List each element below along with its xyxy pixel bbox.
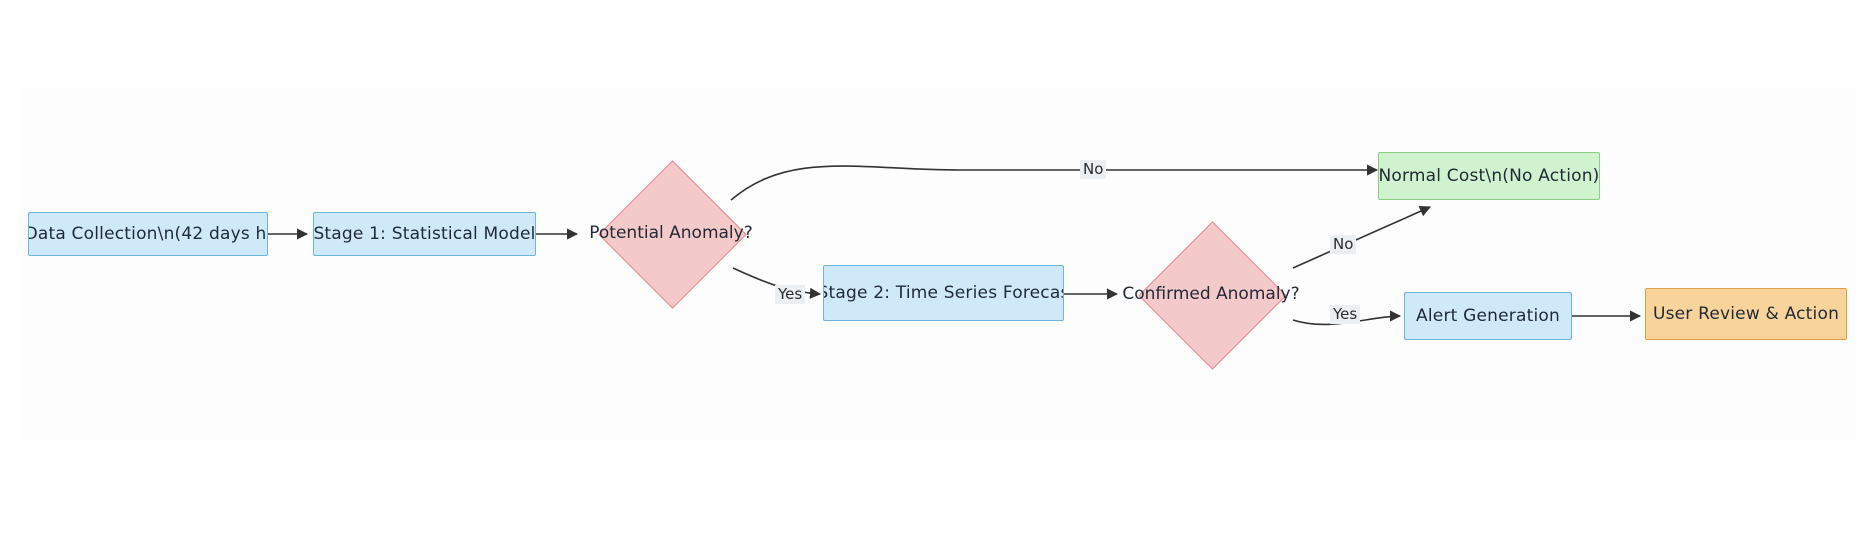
edge-label-confirmed-no: No [1330, 235, 1357, 255]
edge-potential-no-to-normal-cost [730, 164, 1379, 201]
edge-label-confirmed-yes: Yes [1330, 305, 1361, 325]
node-stage1-statistical-model[interactable]: Stage 1: Statistical Model [313, 212, 536, 256]
edge-confirmed-no-to-normal-cost [1292, 205, 1432, 269]
diagram-panel [20, 88, 1856, 440]
node-normal-cost-no-action[interactable]: Normal Cost\n(No Action) [1378, 152, 1600, 200]
node-alert-generation[interactable]: Alert Generation [1404, 292, 1572, 340]
edge-label-potential-yes: Yes [775, 285, 806, 305]
confirmed-anomaly-label: Confirmed Anomaly? [1122, 284, 1300, 304]
node-data-collection[interactable]: Data Collection\n(42 days hi [28, 212, 268, 256]
node-user-review-action[interactable]: User Review & Action [1645, 288, 1847, 340]
edge-label-potential-no: No [1080, 160, 1107, 180]
node-potential-anomaly-decision[interactable]: Potential Anomaly? [578, 140, 764, 326]
node-stage2-time-series-forecast[interactable]: Stage 2: Time Series Forecas [823, 265, 1064, 321]
node-confirmed-anomaly-decision[interactable]: Confirmed Anomaly? [1118, 201, 1304, 387]
potential-anomaly-label: Potential Anomaly? [589, 223, 753, 243]
